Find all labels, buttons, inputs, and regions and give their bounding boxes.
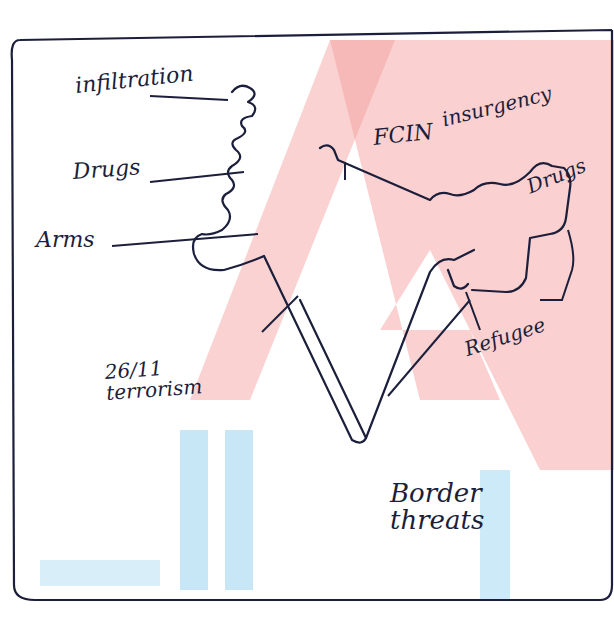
- leader-line: [540, 230, 573, 300]
- event-label: 26/11 terrorism: [104, 354, 222, 404]
- map-outline: [366, 250, 474, 438]
- threat-label: Arms: [36, 228, 136, 251]
- leader-line: [388, 300, 470, 396]
- threat-label: infiltration: [74, 56, 245, 97]
- leader-line: [150, 172, 244, 182]
- leader-line: [112, 234, 258, 246]
- frame-border: [12, 30, 612, 600]
- watermark-shape: [40, 560, 160, 586]
- leader-line: [150, 96, 228, 100]
- leader-line: [466, 292, 480, 330]
- watermark-shape: [180, 430, 208, 590]
- leader-line: [262, 296, 298, 332]
- watermark-shape: [225, 430, 253, 590]
- map-outline: [193, 86, 366, 443]
- map-outline: [320, 145, 570, 292]
- watermark-shape: [190, 40, 395, 400]
- watermark-shape: [330, 40, 614, 470]
- leader-line: [344, 162, 346, 180]
- sketch-caption: Border threats: [390, 480, 530, 535]
- watermark-shape: [480, 470, 510, 600]
